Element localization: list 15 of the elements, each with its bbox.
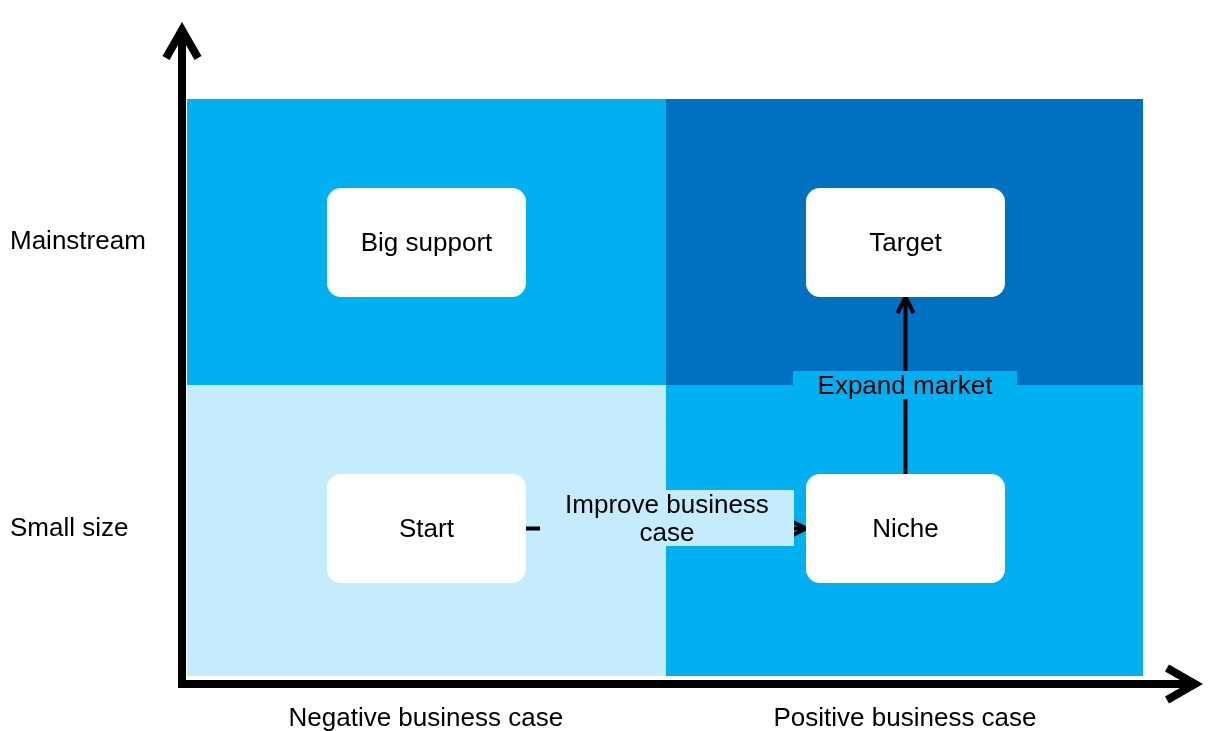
row-label: Mainstream [10, 225, 146, 256]
edge-label: Expand market [793, 371, 1017, 399]
rounded-box [806, 188, 1005, 297]
row-label: Small size [10, 512, 129, 543]
quadrant-area [187, 99, 666, 385]
box-text: Big support [360, 227, 493, 258]
box-text: Target [869, 227, 942, 258]
rounded-box [327, 188, 526, 297]
column-label: Positive business case [773, 702, 1037, 731]
box-text: Niche [872, 513, 939, 544]
edge-label: Improve business case [540, 490, 794, 546]
box-text: Start [399, 513, 454, 544]
column-label: Negative business case [288, 702, 564, 731]
rounded-box [327, 474, 526, 583]
rounded-box [806, 474, 1005, 583]
